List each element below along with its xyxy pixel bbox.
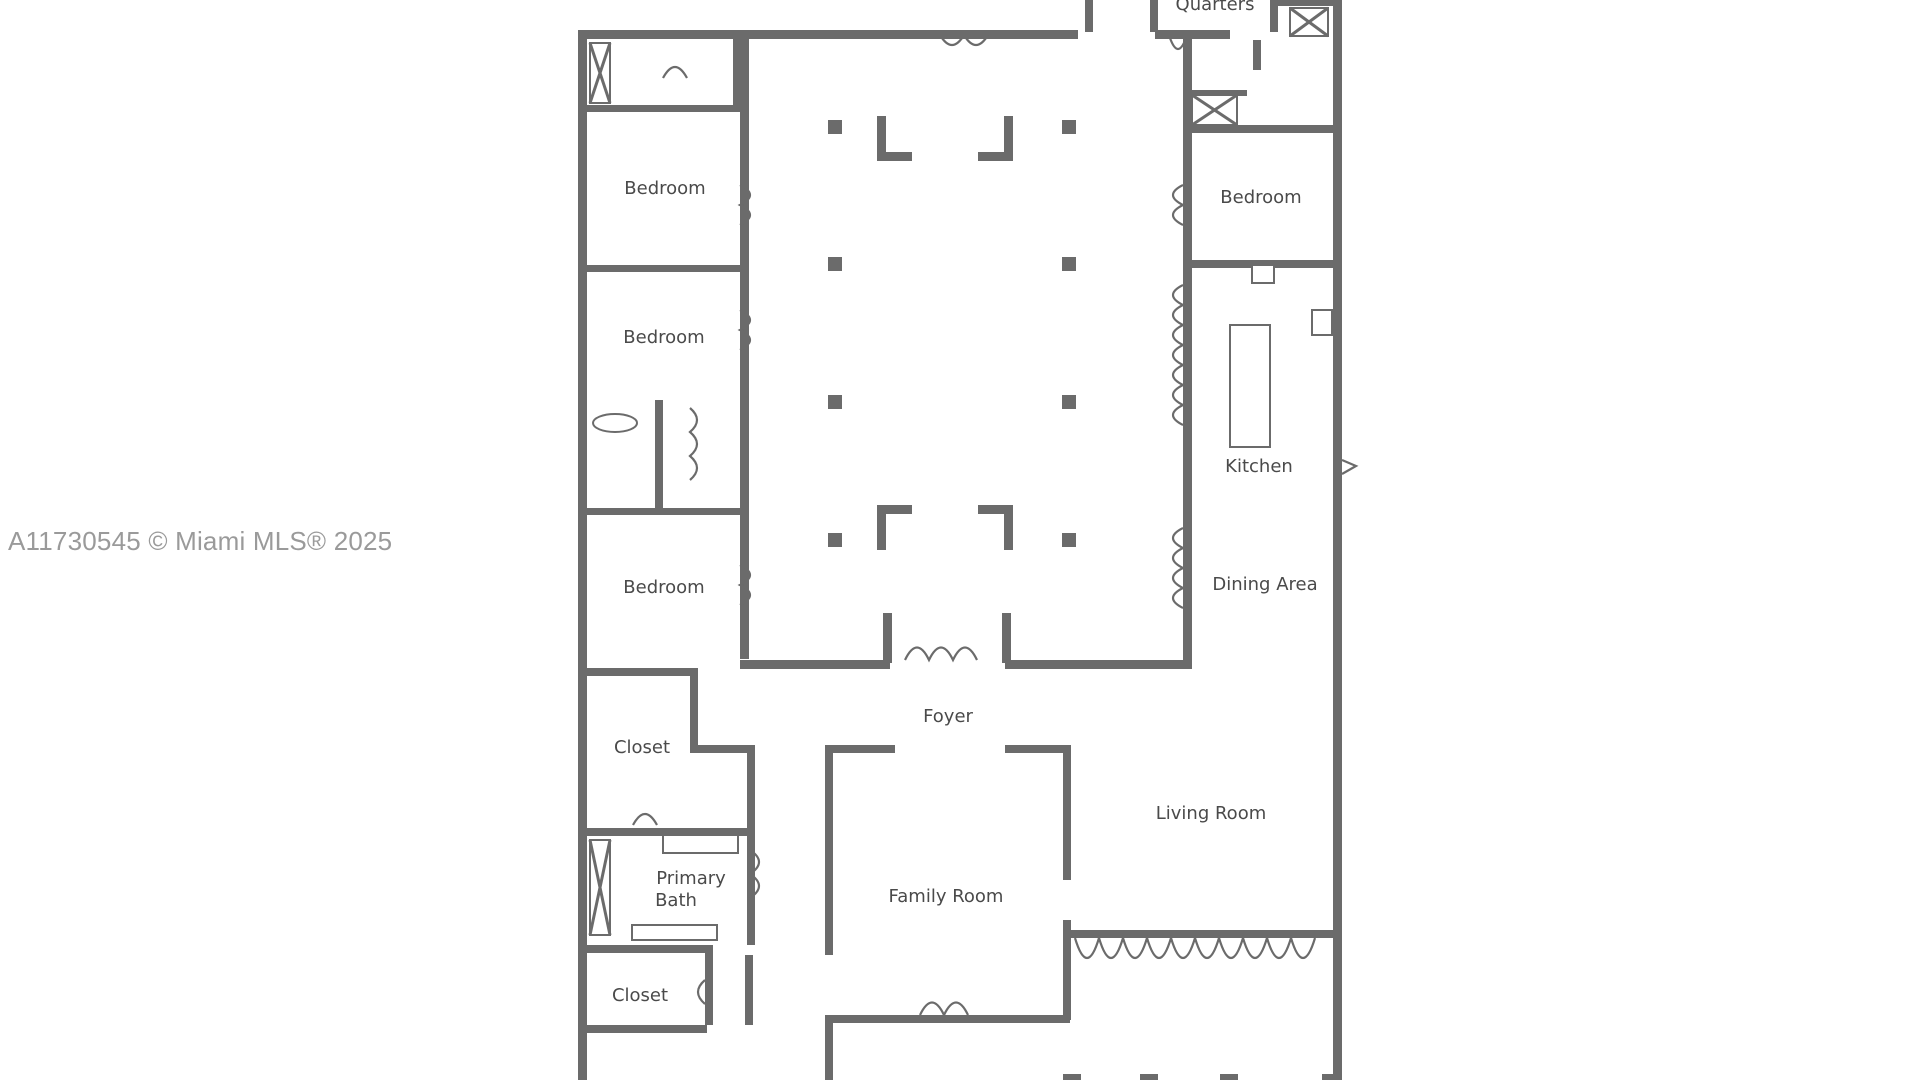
label-bedroom-2: Bedroom bbox=[623, 327, 704, 348]
courtyard-columns bbox=[828, 116, 1076, 550]
doors bbox=[632, 32, 1359, 1018]
label-living-room: Living Room bbox=[1156, 803, 1267, 824]
label-foyer: Foyer bbox=[923, 706, 973, 727]
label-kitchen: Kitchen bbox=[1225, 456, 1293, 477]
left-wing-walls bbox=[587, 39, 833, 1033]
exterior-walls bbox=[578, 0, 1342, 1080]
label-primary-bath-line1: Primary bbox=[656, 868, 726, 889]
watermark: A11730545 © Miami MLS® 2025 bbox=[8, 526, 393, 556]
label-closet-1: Closet bbox=[614, 737, 670, 758]
right-wing-walls bbox=[1183, 40, 1342, 268]
room-labels: Quarters Bedroom Bedroom Bedroom Bedroom… bbox=[612, 0, 1318, 1006]
label-bedroom-3: Bedroom bbox=[623, 577, 704, 598]
label-dining-area: Dining Area bbox=[1212, 574, 1317, 595]
label-quarters: Quarters bbox=[1176, 0, 1255, 15]
fixtures bbox=[588, 6, 1333, 941]
family-room-walls bbox=[825, 745, 1340, 1080]
label-bedroom-4: Bedroom bbox=[1220, 187, 1301, 208]
label-bedroom-1: Bedroom bbox=[624, 178, 705, 199]
label-family-room: Family Room bbox=[889, 886, 1004, 907]
label-primary-bath-line2: Bath bbox=[655, 890, 697, 911]
label-closet-2: Closet bbox=[612, 985, 668, 1006]
courtyard-walls bbox=[740, 39, 1192, 669]
